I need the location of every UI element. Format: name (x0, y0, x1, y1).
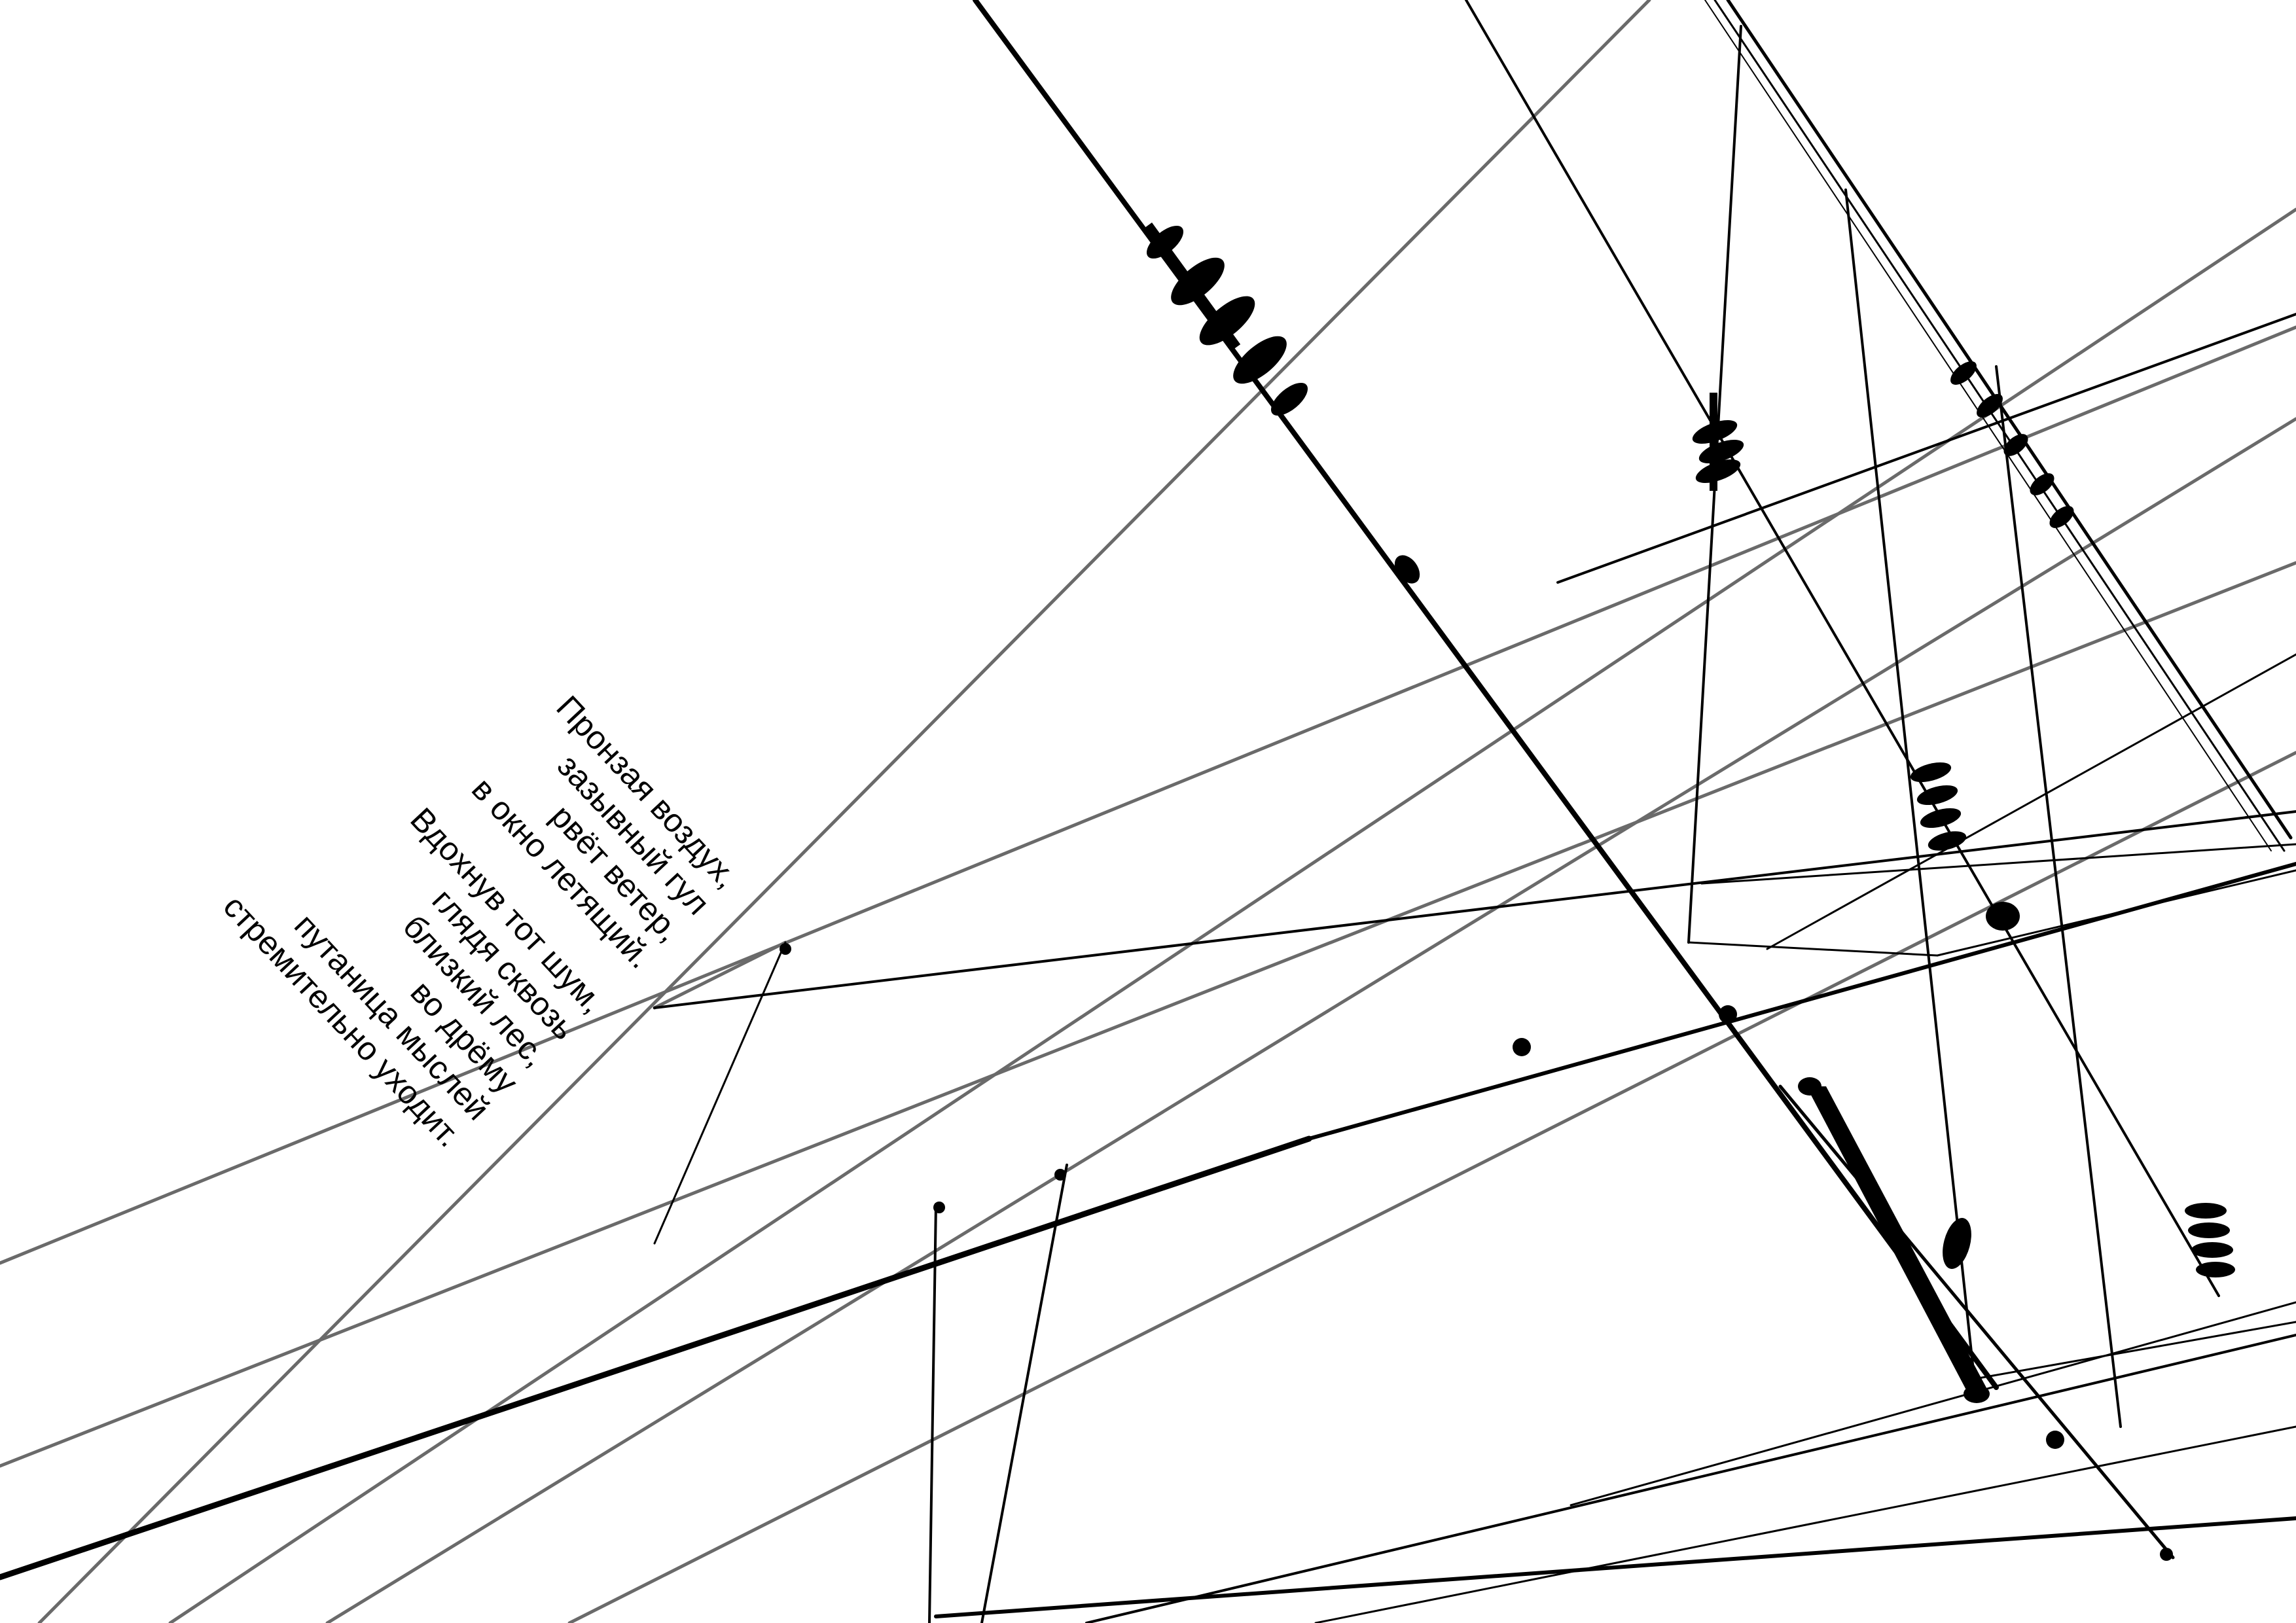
wire (1778, 1084, 2175, 1560)
wire (1085, 1334, 2296, 1623)
wire (653, 940, 787, 1010)
insulators (780, 223, 2235, 1561)
wire (653, 810, 2296, 1009)
wire (0, 561, 2296, 1468)
wire (325, 417, 2296, 1623)
pole-segment (1798, 1077, 1990, 1403)
insulator-main (1144, 223, 1420, 584)
insulator-lower-right (1943, 1203, 2235, 1277)
wire (1766, 653, 2296, 950)
wire (0, 325, 2296, 1265)
wire (0, 1135, 1312, 1580)
insulator-top-cluster (1950, 361, 2074, 528)
wire (1844, 188, 1978, 1402)
wire (653, 941, 787, 1245)
insulator-mid (1910, 762, 2020, 931)
wire (928, 1203, 937, 1623)
wire (1700, 843, 2296, 885)
wire (1570, 1301, 2296, 1507)
wire (1465, 0, 2220, 1297)
wire (1556, 313, 2296, 584)
wire (1995, 365, 2122, 1428)
wire (1936, 869, 2296, 957)
wire (1687, 941, 1939, 957)
wire (1713, 0, 2286, 852)
main-wire (973, 0, 1999, 1390)
wire (168, 207, 2296, 1623)
wire (567, 751, 2296, 1623)
insulator-upper-right (1692, 393, 1744, 491)
wire (1314, 1425, 2296, 1623)
wire (980, 1164, 1068, 1623)
wire (1962, 1321, 2296, 1382)
wire (934, 1516, 2296, 1618)
joints (780, 943, 2173, 1561)
wire (37, 0, 1651, 1623)
